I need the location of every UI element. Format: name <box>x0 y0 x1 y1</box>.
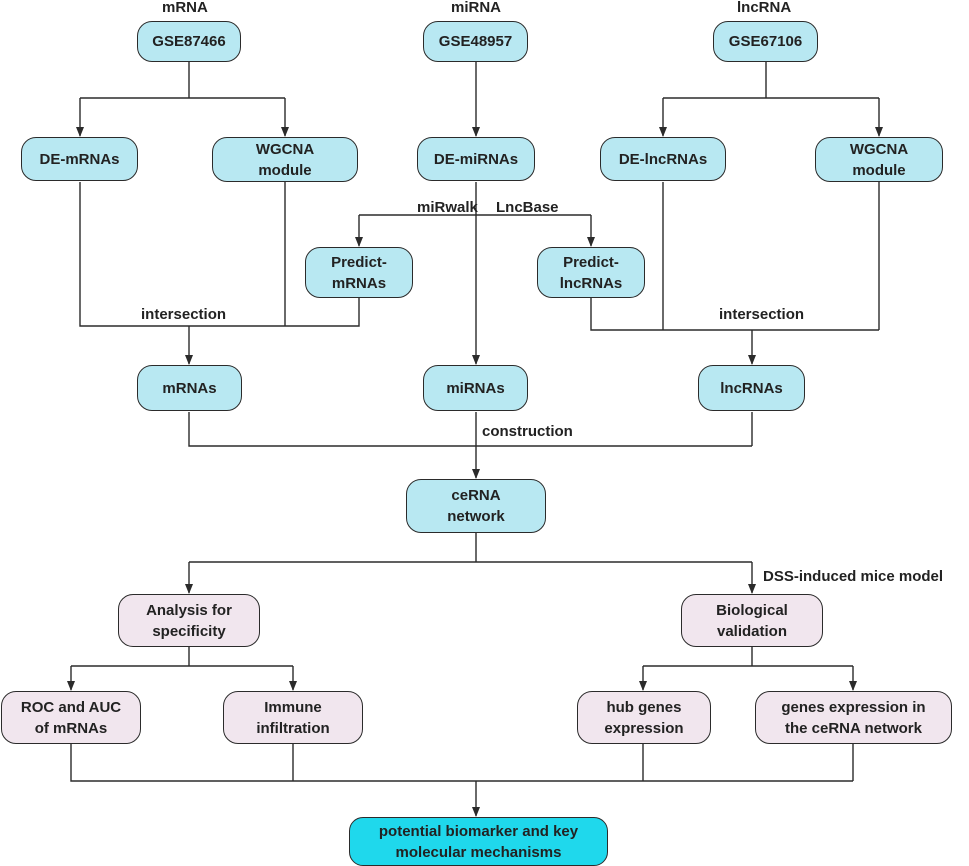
label-intersection-right: intersection <box>719 306 805 323</box>
node-hub-genes: hub genes expression <box>577 691 711 744</box>
connector-intersection-left <box>79 182 360 327</box>
node-biological-validation: Biological validation <box>681 594 823 647</box>
label-mirwalk: miRwalk <box>417 199 478 216</box>
label-lncbase: LncBase <box>496 199 559 216</box>
header-mirna: miRNA <box>451 0 502 16</box>
connector-gse67106-split <box>663 62 879 99</box>
node-cerna-network: ceRNA network <box>406 479 546 533</box>
label-intersection-left: intersection <box>141 306 227 323</box>
connector-intersection-right <box>590 182 880 331</box>
label-dss-model: DSS-induced mice model <box>763 568 944 585</box>
node-mirnas: miRNAs <box>423 365 528 411</box>
node-gse67106: GSE67106 <box>713 21 818 62</box>
connector-validation-split <box>643 647 853 667</box>
node-final: potential biomarker and key molecular me… <box>349 817 608 866</box>
header-lncrna: lncRNA <box>737 0 792 16</box>
node-gse48957: GSE48957 <box>423 21 528 62</box>
node-de-mirnas: DE-miRNAs <box>417 137 535 181</box>
node-roc-auc: ROC and AUC of mRNAs <box>1 691 141 744</box>
connector-analysis-split <box>71 647 293 667</box>
header-mrna: mRNA <box>162 0 208 16</box>
node-mrnas: mRNAs <box>137 365 242 411</box>
node-lncrnas: lncRNAs <box>698 365 805 411</box>
node-analysis-specificity: Analysis for specificity <box>118 594 260 647</box>
connector-gse87466-split <box>80 62 285 99</box>
label-construction: construction <box>482 423 573 440</box>
connector-construction <box>188 412 753 447</box>
node-predict-lncrnas: Predict- lncRNAs <box>537 247 645 298</box>
node-genes-expression: genes expression in the ceRNA network <box>755 691 952 744</box>
node-gse87466: GSE87466 <box>137 21 241 62</box>
node-wgcna-right: WGCNA module <box>815 137 943 182</box>
node-immune-infiltration: Immune infiltration <box>223 691 363 744</box>
node-de-mrnas: DE-mRNAs <box>21 137 138 181</box>
node-predict-mrnas: Predict- mRNAs <box>305 247 413 298</box>
connector-final-merge <box>70 744 854 782</box>
node-de-lncrnas: DE-lncRNAs <box>600 137 726 181</box>
connector-cerna-split <box>189 533 752 563</box>
node-wgcna-left: WGCNA module <box>212 137 358 182</box>
